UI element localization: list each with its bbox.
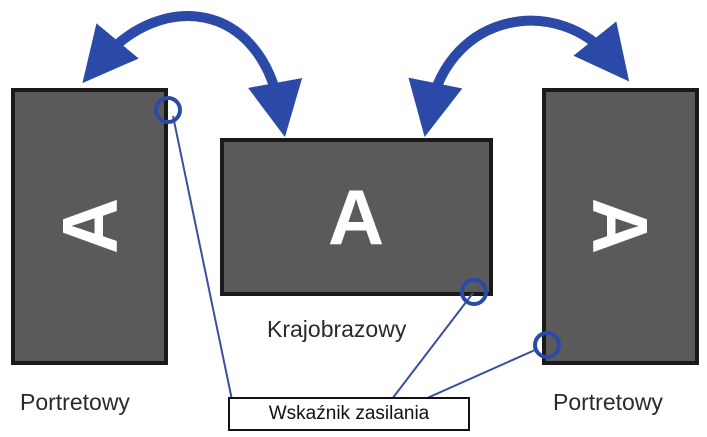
monitor-portrait-left: A	[11, 88, 168, 365]
screen-letter-center: A	[328, 173, 384, 261]
screen-letter-left: A	[46, 198, 134, 254]
power-led-ring-right-icon	[533, 331, 561, 359]
power-indicator-label: Wskaźnik zasilania	[228, 397, 470, 431]
rotate-left-arrow-icon	[82, 11, 303, 138]
screen-landscape	[220, 138, 493, 296]
leader-line-left	[172, 115, 233, 401]
caption-portrait-left: Portretowy	[20, 389, 130, 415]
leader-line-center	[391, 292, 474, 400]
power-led-ring-center-icon	[460, 278, 488, 306]
monitor-landscape: A	[220, 138, 493, 296]
rotate-right-arrow-icon	[408, 15, 630, 137]
caption-portrait-right: Portretowy	[553, 389, 663, 415]
monitor-portrait-right: A	[542, 88, 699, 365]
screen-letter-right: A	[577, 198, 665, 254]
leader-line-right	[424, 349, 536, 400]
power-led-ring-left-icon	[154, 96, 182, 124]
caption-landscape: Krajobrazowy	[267, 316, 407, 342]
